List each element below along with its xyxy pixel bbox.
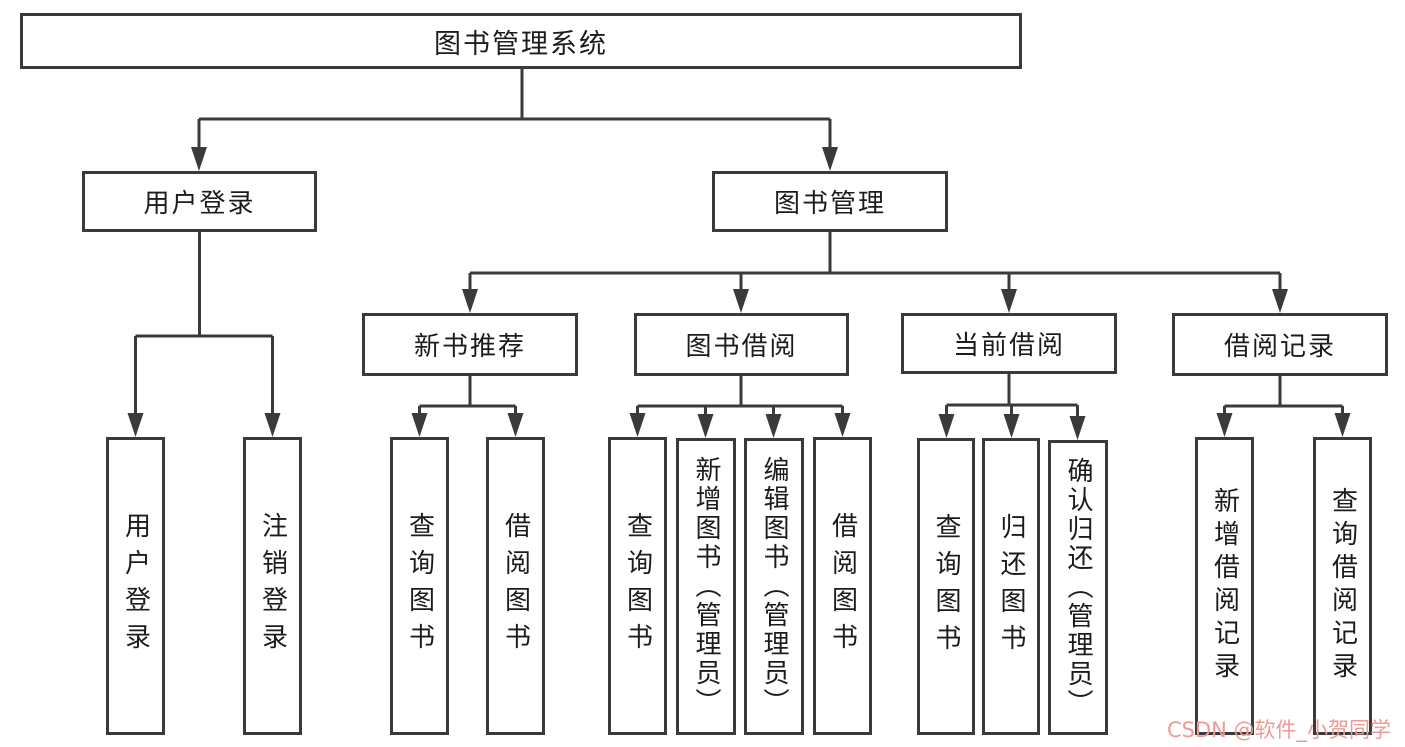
node-label: 用户登录 [143,189,256,219]
node-current-borrowing: 当前借阅 [901,313,1117,374]
leaf-edit-books-admin: 编辑图书（管理员） [744,438,804,735]
node-book-management-system: 图书管理系统 [20,13,1022,69]
leaf-borrow-books-1: 借阅图书 [486,437,545,735]
leaf-label: 新增图书（管理员） [691,456,721,717]
node-borrowing-records: 借阅记录 [1172,313,1388,376]
leaf-label: 查询借阅记录 [1327,487,1358,685]
leaf-query-borrow-record: 查询借阅记录 [1313,437,1372,735]
leaf-label: 归还图书 [996,512,1026,661]
leaf-label: 确认归还（管理员） [1063,457,1093,718]
leaf-query-books-3: 查询图书 [917,438,975,735]
node-label: 图书管理系统 [434,28,608,60]
leaf-query-books-1: 查询图书 [390,437,449,735]
leaf-label: 注销登录 [257,512,288,660]
leaf-borrow-books-2: 借阅图书 [813,437,872,735]
leaf-label: 查询图书 [931,512,961,661]
leaf-add-books-admin: 新增图书（管理员） [676,438,736,735]
leaf-query-books-2: 查询图书 [608,437,667,735]
leaf-label: 借阅图书 [500,512,531,660]
leaf-label: 借阅图书 [827,512,858,660]
leaf-label: 用户登录 [120,512,151,660]
node-book-borrowing: 图书借阅 [634,313,849,376]
leaf-label: 新增借阅记录 [1209,487,1240,685]
leaf-label: 编辑图书（管理员） [759,456,789,717]
leaf-user-login: 用户登录 [106,437,165,735]
node-new-book-recommendation: 新书推荐 [362,313,578,376]
leaf-confirm-return-admin: 确认归还（管理员） [1048,440,1108,735]
watermark: CSDN @软件_小贺同学 [1166,718,1391,742]
leaf-label: 查询图书 [622,512,653,660]
leaf-return-books: 归还图书 [982,438,1040,735]
node-label: 图书借阅 [685,332,798,362]
node-book-management: 图书管理 [712,171,948,232]
leaf-label: 查询图书 [404,512,435,660]
leaf-add-borrow-record: 新增借阅记录 [1195,437,1254,735]
leaf-logout: 注销登录 [243,437,302,735]
node-user-login: 用户登录 [82,171,317,232]
node-label: 图书管理 [773,189,886,219]
node-label: 当前借阅 [952,331,1065,361]
node-label: 借阅记录 [1223,332,1336,362]
node-label: 新书推荐 [413,332,526,362]
